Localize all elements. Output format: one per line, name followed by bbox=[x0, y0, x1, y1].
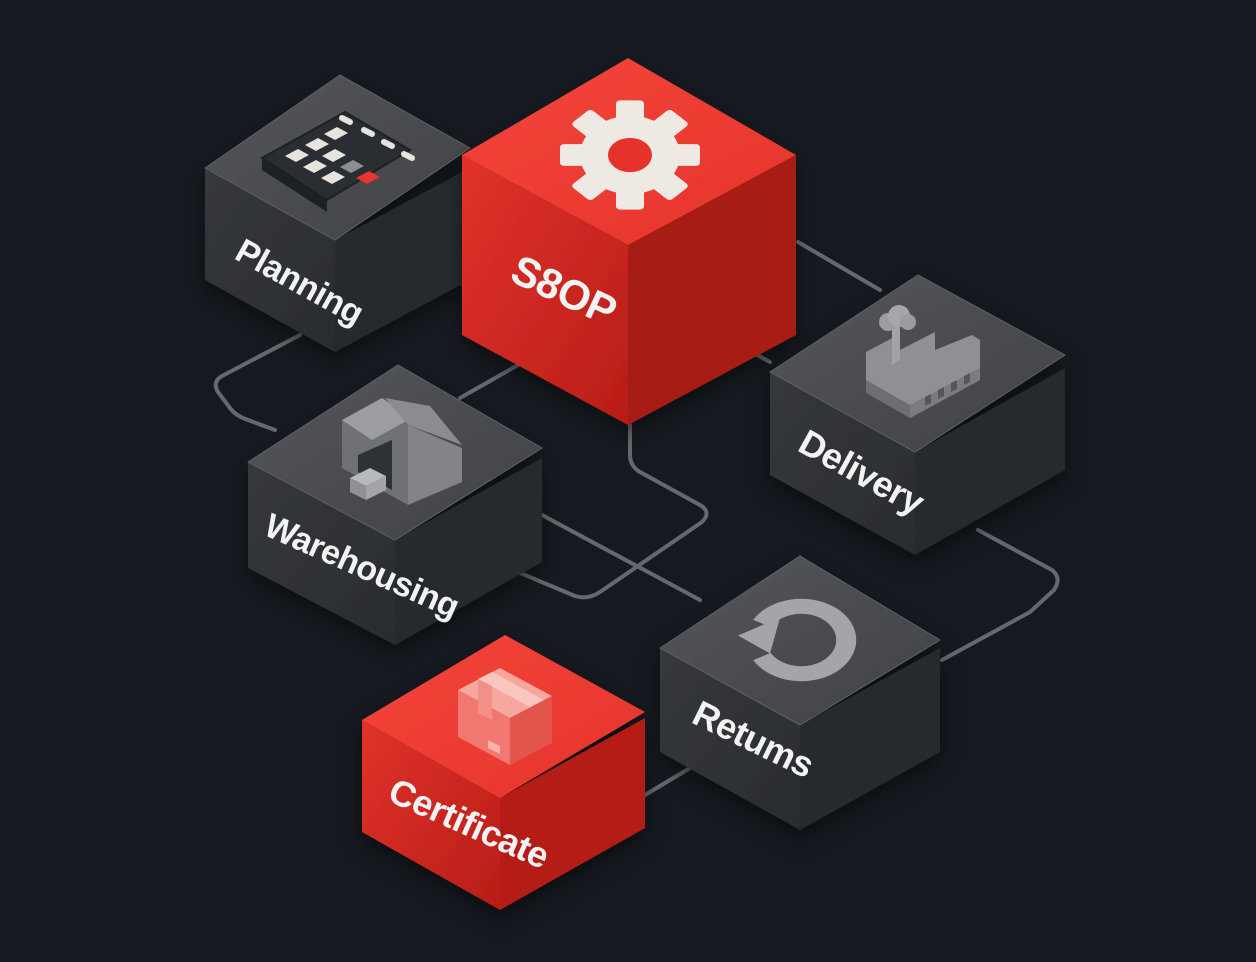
warehouse-icon bbox=[342, 398, 462, 505]
factory-icon bbox=[866, 305, 980, 418]
connector-warehousing-returns bbox=[540, 513, 702, 602]
node-certificate[interactable]: Certificate bbox=[362, 635, 645, 910]
block-side-right bbox=[395, 458, 542, 645]
block-side-right bbox=[915, 368, 1065, 555]
node-warehousing[interactable]: Warehousing bbox=[247, 364, 543, 645]
node-s8op[interactable]: S8OP bbox=[462, 58, 796, 425]
connector-returns-certificate bbox=[643, 766, 692, 797]
connector-planning-warehousing bbox=[213, 333, 302, 432]
connector-delivery-returns bbox=[940, 528, 1060, 662]
block-side-right bbox=[500, 718, 645, 910]
block-side-left bbox=[770, 372, 915, 555]
connector-s8op-delivery bbox=[796, 240, 882, 292]
block-side-left bbox=[205, 168, 335, 352]
refresh-arrow-icon bbox=[738, 598, 857, 682]
block-side-right bbox=[800, 648, 940, 830]
block-side-left bbox=[660, 648, 800, 830]
gear-icon bbox=[560, 100, 700, 210]
package-box-icon bbox=[458, 668, 552, 765]
block-top bbox=[659, 555, 941, 726]
block-side-right bbox=[335, 168, 470, 352]
node-planning[interactable]: Planning bbox=[204, 74, 471, 352]
block-side-left bbox=[248, 462, 395, 645]
block-side-left bbox=[362, 720, 500, 910]
connector-s8op-returns bbox=[478, 423, 709, 600]
calendar-icon bbox=[260, 110, 415, 212]
node-delivery[interactable]: Delivery bbox=[769, 0, 1066, 555]
node-returns[interactable]: Retums bbox=[659, 555, 941, 830]
